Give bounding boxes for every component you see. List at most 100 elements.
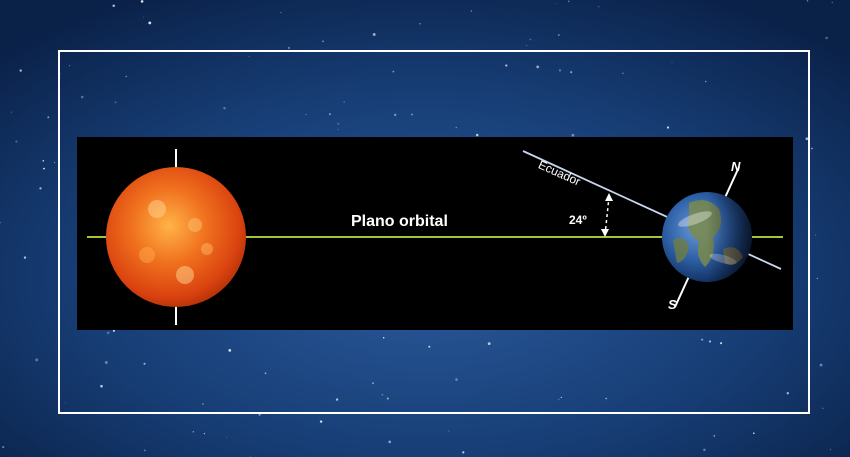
star [598,6,600,8]
angle-arrow-head-bottom [601,229,609,237]
star [106,331,110,335]
star [381,393,384,396]
star [248,55,250,58]
star [343,101,346,103]
star [825,36,828,40]
star [571,133,575,137]
star [112,329,115,332]
star [143,362,146,365]
star [822,407,824,409]
star [65,402,67,404]
star [305,113,307,116]
star [322,40,325,43]
star [811,147,813,150]
star [125,75,127,78]
star [605,397,607,400]
angle-arrow [604,196,610,236]
star [455,126,458,129]
star [558,398,560,401]
south-pole-label: S [668,297,677,312]
star [104,361,108,364]
star [819,363,823,367]
star [372,382,374,385]
star [39,187,42,190]
white-border-frame [58,50,810,414]
star [35,358,39,362]
star [287,46,291,50]
star [713,435,716,437]
star [419,23,421,25]
star [140,0,144,3]
star [557,34,560,36]
star [43,167,45,170]
star [15,140,18,143]
star [411,113,413,116]
orbit-diagram [87,149,783,325]
star [19,69,22,72]
orbital-plane-label: Plano orbital [351,213,448,230]
star [526,44,528,46]
star [470,10,473,12]
star [475,133,479,137]
star [100,384,103,388]
star [114,101,117,104]
star [505,64,508,67]
north-pole-label: N [731,159,741,174]
star [805,137,809,141]
star [428,345,431,348]
diagram-panel: Plano orbital 24º Ecuador N S [77,137,793,330]
star [558,69,562,72]
star [42,160,45,162]
angle-arrow-head-top [605,193,613,201]
star [455,378,458,381]
star [393,113,397,117]
star [53,161,56,164]
star [529,38,532,41]
star [704,80,707,83]
star [666,126,670,129]
star [10,111,12,113]
star [671,61,673,63]
star [372,33,376,36]
star [392,70,395,73]
star [258,413,261,416]
star [264,372,267,375]
star [148,21,152,25]
star [337,129,339,131]
star [23,256,27,259]
star [2,446,5,449]
star [560,396,562,399]
star [816,277,819,280]
sun-icon [106,167,246,307]
star [487,342,491,345]
earth-icon [662,192,752,282]
star [752,432,755,435]
star [337,122,340,125]
star [555,3,557,4]
star [329,113,331,115]
star [703,448,706,452]
star [806,0,809,2]
star [708,340,712,343]
star [228,349,232,352]
star [701,338,704,341]
star [720,342,723,345]
star [203,432,206,435]
star [0,221,1,224]
star [829,448,832,451]
star [201,403,204,405]
star [570,71,573,74]
star [568,0,570,2]
star [192,431,195,433]
star [280,12,282,14]
star [226,436,228,438]
tilt-angle-label: 24º [569,213,587,227]
star [622,72,624,74]
star [223,106,226,110]
star [319,420,323,423]
star [536,65,540,69]
star [80,95,84,99]
star [142,16,144,18]
star [68,65,70,67]
star [47,116,50,119]
